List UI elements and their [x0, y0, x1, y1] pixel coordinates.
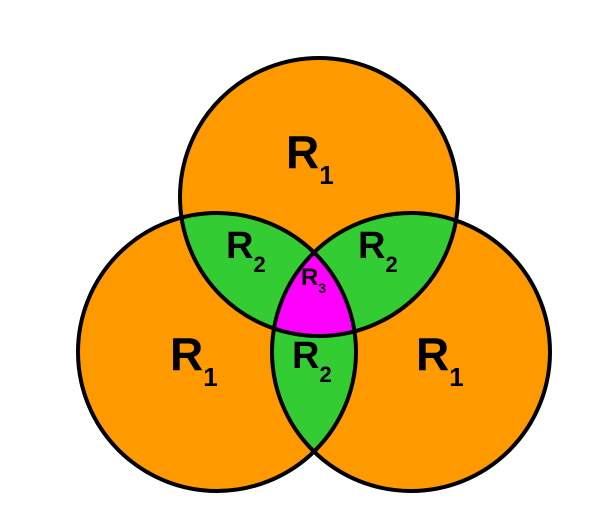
circle-outlines — [76, 56, 552, 493]
outline-right — [270, 211, 552, 493]
region-top-left — [180, 213, 356, 336]
region-top-right — [272, 213, 458, 336]
outline-top — [178, 56, 460, 338]
label-right: R1 — [416, 328, 464, 392]
outline-left — [76, 211, 358, 493]
label-bottom-pair: R2 — [292, 335, 332, 387]
label-center: R3 — [301, 264, 326, 296]
label-top-left: R2 — [226, 225, 266, 277]
label-left: R1 — [170, 328, 218, 392]
label-top: R1 — [286, 126, 334, 190]
label-top-right: R2 — [358, 225, 398, 277]
